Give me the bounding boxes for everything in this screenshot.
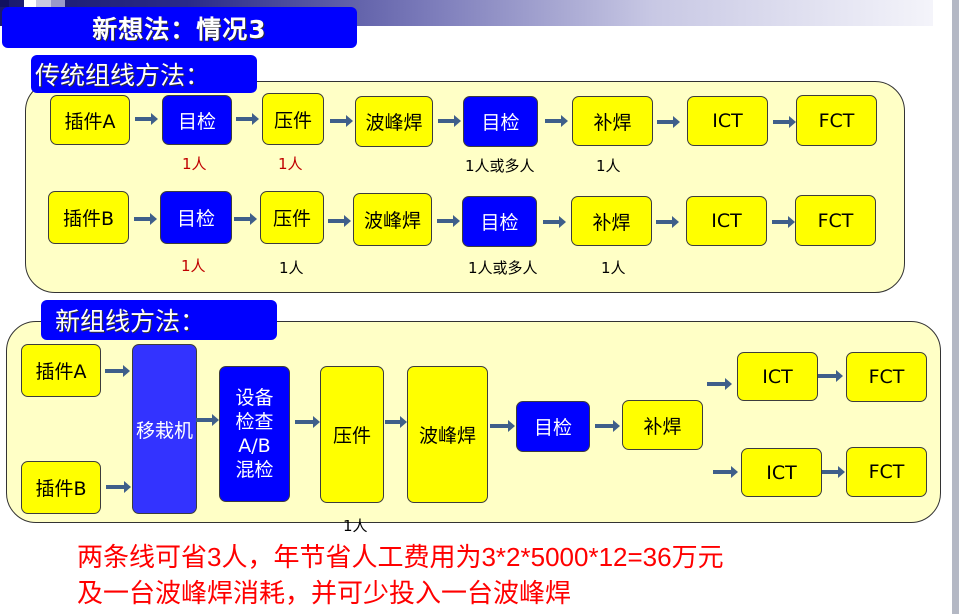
slide-title: 新想法：情况3 <box>2 7 357 48</box>
staff-note: 1人 <box>279 259 304 277</box>
staff-note: 1人或多人 <box>468 259 538 277</box>
input-plugin-b[interactable]: 插件B <box>21 461 101 514</box>
output-fct-2[interactable]: FCT <box>846 447 927 497</box>
arrow <box>106 481 131 493</box>
arrow <box>543 216 566 228</box>
arrow <box>385 416 407 428</box>
arrow <box>196 414 219 426</box>
step-ict[interactable]: ICT <box>686 196 767 246</box>
staff-note: 1人 <box>278 155 303 173</box>
arrow <box>545 115 568 127</box>
step-ict[interactable]: ICT <box>687 96 768 146</box>
output-fct-1[interactable]: FCT <box>846 352 927 402</box>
staff-note: 1人 <box>343 517 368 535</box>
header-square <box>36 0 51 7</box>
arrow <box>818 370 843 382</box>
arrow <box>135 113 158 125</box>
staff-note: 1人 <box>596 157 621 175</box>
arrow <box>236 113 259 125</box>
arrow <box>657 116 680 128</box>
output-ict-1[interactable]: ICT <box>737 352 818 401</box>
staff-note: 1人或多人 <box>465 157 535 175</box>
step-press[interactable]: 压件 <box>262 93 324 145</box>
arrow <box>438 115 461 127</box>
inspection-line: 混检 <box>235 459 274 481</box>
step-repair-solder[interactable]: 补焊 <box>622 400 703 450</box>
step-visual-inspect[interactable]: 目检 <box>160 191 232 244</box>
step-wave-solder[interactable]: 波峰焊 <box>355 96 433 147</box>
header-square <box>24 0 36 7</box>
step-visual-inspect[interactable]: 目检 <box>516 401 590 452</box>
inspection-line: 检查 <box>235 411 274 433</box>
step-repair-solder[interactable]: 补焊 <box>572 96 653 146</box>
arrow <box>134 213 157 225</box>
step-fct[interactable]: FCT <box>796 95 877 146</box>
arrow <box>234 213 257 225</box>
step-press[interactable]: 压件 <box>260 191 324 244</box>
arrow <box>330 115 353 127</box>
arrow <box>490 420 515 432</box>
step-repair-solder[interactable]: 补焊 <box>571 196 652 246</box>
arrow <box>328 215 351 227</box>
input-plugin-a[interactable]: 插件A <box>21 344 101 397</box>
equipment-mixed-inspection[interactable]: 设备 检查 A/B 混检 <box>219 366 290 502</box>
arrow <box>772 216 795 228</box>
arrow <box>773 116 796 128</box>
arrow <box>707 378 732 390</box>
summary-line-2: 及一台波峰焊消耗，并可少投入一台波峰焊 <box>77 578 572 608</box>
header-square <box>51 0 65 7</box>
arrow <box>437 215 460 227</box>
inspection-line: A/B <box>238 435 271 457</box>
scrollbar[interactable] <box>952 0 959 614</box>
arrow <box>713 466 738 478</box>
step-plugin-a[interactable]: 插件A <box>50 95 130 145</box>
arrow <box>595 420 620 432</box>
staff-note: 1人 <box>601 259 626 277</box>
transfer-machine[interactable]: 移栽机 <box>132 344 197 514</box>
step-visual-inspect-2[interactable]: 目检 <box>462 196 537 247</box>
step-wave-solder[interactable]: 波峰焊 <box>353 193 432 246</box>
new-method-label: 新组线方法： <box>41 300 277 340</box>
step-plugin-b[interactable]: 插件B <box>48 191 129 244</box>
staff-note: 1人 <box>182 155 207 173</box>
summary-line-1: 两条线可省3人，年节省人工费用为3*2*5000*12=36万元 <box>77 542 724 572</box>
step-visual-inspect[interactable]: 目检 <box>162 95 232 145</box>
header-square <box>0 0 9 7</box>
inspection-line: 设备 <box>235 387 274 409</box>
output-ict-2[interactable]: ICT <box>741 448 822 497</box>
step-wave-solder[interactable]: 波峰焊 <box>407 366 488 503</box>
step-visual-inspect-2[interactable]: 目检 <box>463 96 538 147</box>
staff-note: 1人 <box>181 257 206 275</box>
step-press[interactable]: 压件 <box>320 366 384 503</box>
step-fct[interactable]: FCT <box>795 195 876 246</box>
traditional-label: 传统组线方法： <box>31 55 257 93</box>
arrow <box>656 216 679 228</box>
arrow <box>295 416 320 428</box>
arrow <box>822 466 845 478</box>
arrow <box>105 365 130 377</box>
